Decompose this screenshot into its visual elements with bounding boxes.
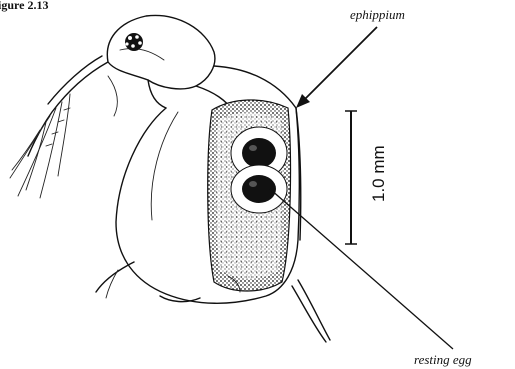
scale-bar-label: 1.0 mm (369, 145, 388, 202)
compound-eye-icon (125, 33, 143, 51)
tail-spine (292, 280, 330, 342)
ephippium-pointer-arrow (296, 27, 377, 108)
label-ephippium: ephippium (350, 7, 405, 22)
resting-egg-pointer (270, 189, 453, 349)
resting-eggs (231, 127, 287, 213)
figure-header: igure 2.13 (0, 0, 48, 12)
scale-bar (345, 111, 357, 244)
antenna (10, 56, 108, 198)
label-resting-egg: resting egg (414, 352, 472, 367)
